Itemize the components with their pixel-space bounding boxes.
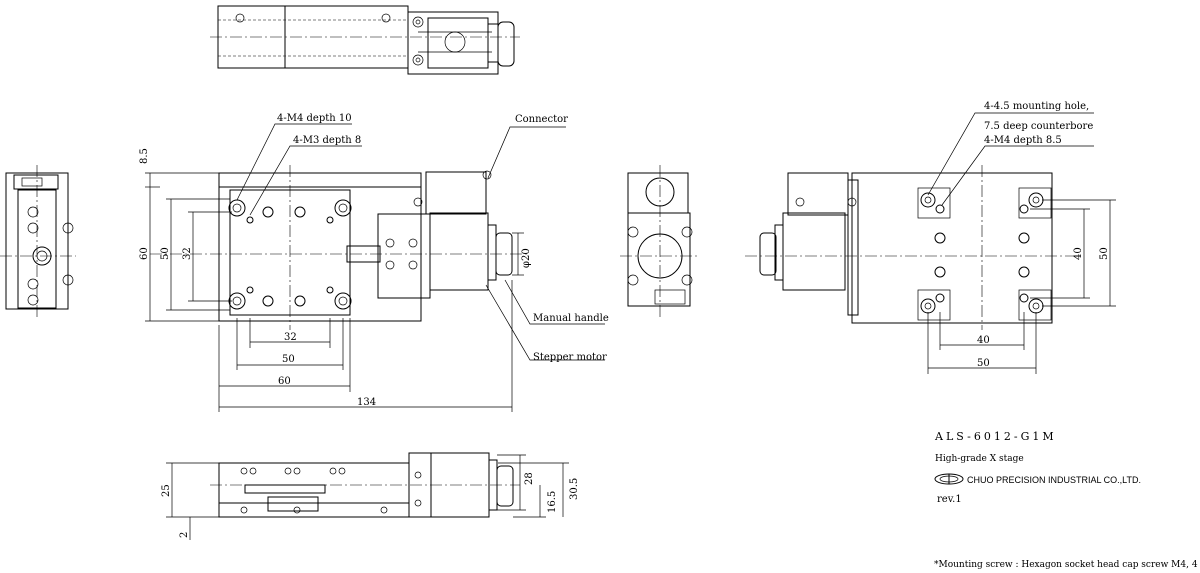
dim-32-width: 32	[284, 332, 297, 343]
left-end-view	[0, 165, 76, 318]
dim-right-40-v: 40	[1073, 247, 1084, 260]
callout-manual-handle: Manual handle	[533, 313, 609, 324]
dim-side-16-5: 16.5	[547, 491, 558, 513]
dim-50-width: 50	[282, 354, 295, 365]
revision: rev.1	[937, 494, 962, 505]
dim-60-height: 60	[139, 247, 150, 260]
callout-connector: Connector	[515, 114, 568, 125]
main-plan-view	[150, 165, 530, 330]
dim-60-width: 60	[278, 376, 291, 387]
side-view-dimensions	[166, 454, 569, 540]
callout-m4-depth85: 4-M4 depth 8.5	[984, 135, 1062, 146]
leader-lines	[236, 123, 605, 361]
dim-side-25: 25	[161, 484, 172, 497]
dimension-values: 8.5 60 50 32 32 50 60 134 φ20 40 50 40 5…	[139, 148, 1110, 538]
model-number: ALS-6012-G1M	[934, 430, 1057, 443]
product-description: High-grade X stage	[935, 454, 1024, 464]
callout-stepper-motor: Stepper motor	[533, 352, 607, 363]
callout-m4-depth10: 4-M4 depth 10	[277, 113, 352, 124]
dim-50-height: 50	[160, 247, 171, 260]
dim-32-height: 32	[182, 247, 193, 260]
dim-side-30-5: 30.5	[569, 478, 580, 500]
company-name: CHUO PRECISION INDUSTRIAL CO.,LTD.	[967, 475, 1141, 485]
company-logo	[934, 473, 964, 485]
dim-side-28: 28	[524, 472, 535, 485]
dim-8-5: 8.5	[139, 148, 150, 164]
dim-134: 134	[357, 397, 376, 408]
footnote: *Mounting screw : Hexagon socket head ca…	[934, 560, 1200, 570]
dim-side-2: 2	[179, 532, 190, 538]
bottom-plan-view	[745, 165, 1075, 330]
dim-right-50-h: 50	[977, 358, 990, 369]
callout-mounting-hole: 4-4.5 mounting hole,	[984, 101, 1089, 112]
dim-diameter-20: φ20	[521, 248, 532, 268]
dim-right-50-v: 50	[1099, 247, 1110, 260]
bottom-view-dimensions	[927, 112, 1116, 374]
side-view	[210, 452, 520, 518]
callout-labels: 4-M4 depth 10 4-M3 depth 8 Connector Man…	[277, 101, 1093, 363]
right-end-view	[620, 165, 700, 318]
title-block: ALS-6012-G1M High-grade X stage CHUO PRE…	[934, 430, 1141, 505]
dim-right-40-h: 40	[977, 335, 990, 346]
callout-counterbore: 7.5 deep counterbore	[984, 121, 1093, 132]
main-view-dimensions	[145, 172, 524, 412]
top-view	[210, 5, 520, 75]
callout-m3-depth8: 4-M3 depth 8	[293, 135, 361, 146]
